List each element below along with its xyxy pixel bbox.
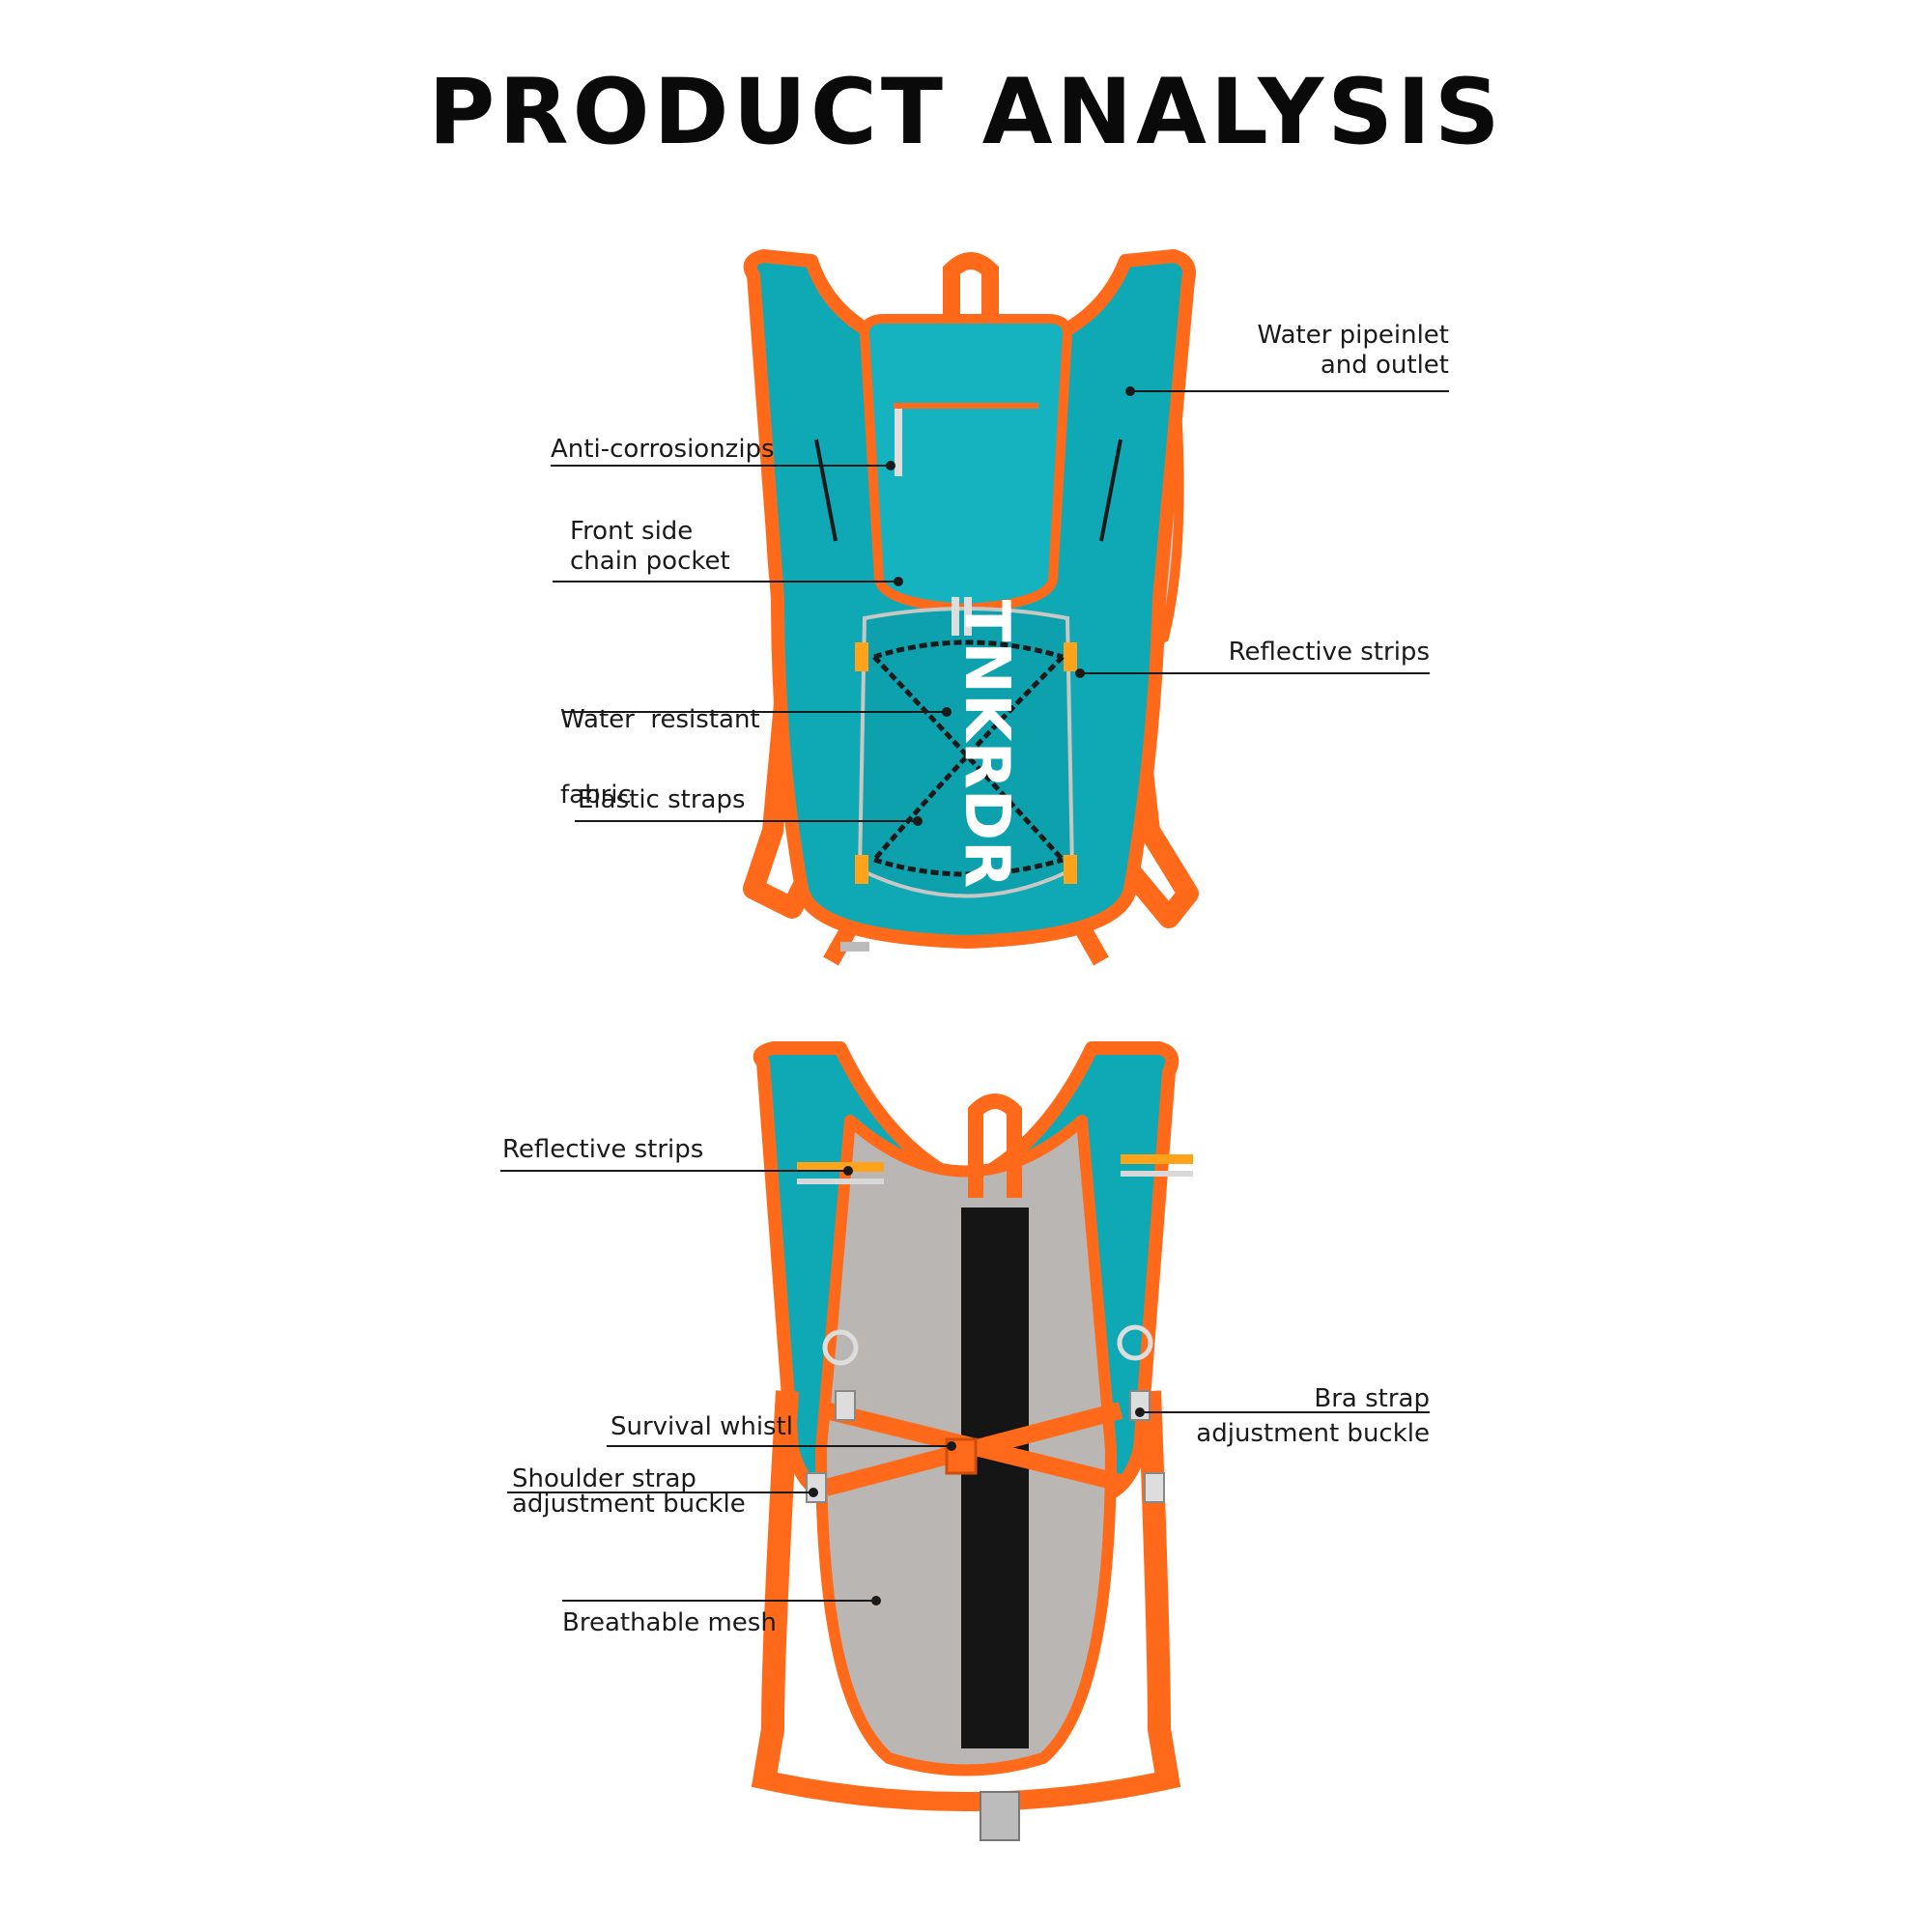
callout-line: adjustment buckle	[1196, 1419, 1430, 1448]
callout-water-pipe: Water pipeinlet and outlet	[1198, 321, 1449, 381]
callout-line: Shoulder strap	[512, 1464, 696, 1493]
callout-water-resistant-fabric: Water resistant fabric	[560, 657, 760, 833]
callout-line: Water resistant	[560, 705, 760, 734]
callout-elastic-straps: Elastic straps	[578, 785, 746, 815]
callout-line: and outlet	[1320, 351, 1449, 380]
callout-line: adjustment buckle	[512, 1490, 746, 1519]
back-leader-lines	[500, 1166, 1430, 1605]
callout-shoulder-strap-buckle: Shoulder strap adjustment buckle	[512, 1466, 746, 1517]
callout-line: Survival whistl	[611, 1412, 794, 1441]
callout-line: Elastic straps	[578, 785, 746, 814]
callout-line: Reflective strips	[1228, 638, 1430, 667]
callout-line: chain pocket	[570, 547, 730, 576]
callout-line: Water pipeinlet	[1257, 321, 1449, 350]
page-title: PRODUCT ANALYSIS	[428, 60, 1504, 165]
callout-reflective-strips-back: Reflective strips	[502, 1135, 703, 1165]
callout-breathable-mesh: Breathable mesh	[562, 1608, 777, 1638]
front-backpack	[743, 249, 1199, 966]
callout-front-side-chain-pocket: Front side chain pocket	[570, 517, 730, 577]
front-leader-lines	[551, 386, 1449, 826]
callout-bra-strap-buckle: Bra strap adjustment buckle	[1159, 1381, 1430, 1451]
callout-line: Front side	[570, 517, 694, 546]
back-backpack	[751, 1041, 1193, 1841]
brand-logo: TNKRDR	[951, 600, 1022, 889]
callout-line: Breathable mesh	[562, 1608, 777, 1637]
callout-anti-corrosion-zips: Anti-corrosionzips	[551, 435, 775, 465]
callout-survival-whistle: Survival whistl	[611, 1412, 793, 1442]
callout-line: Bra strap	[1314, 1384, 1430, 1413]
callout-reflective-strips-front: Reflective strips	[1179, 638, 1430, 668]
callout-line: fabric	[560, 781, 632, 810]
callout-line: Reflective strips	[502, 1135, 704, 1164]
callout-line: Anti-corrosionzips	[551, 435, 775, 464]
